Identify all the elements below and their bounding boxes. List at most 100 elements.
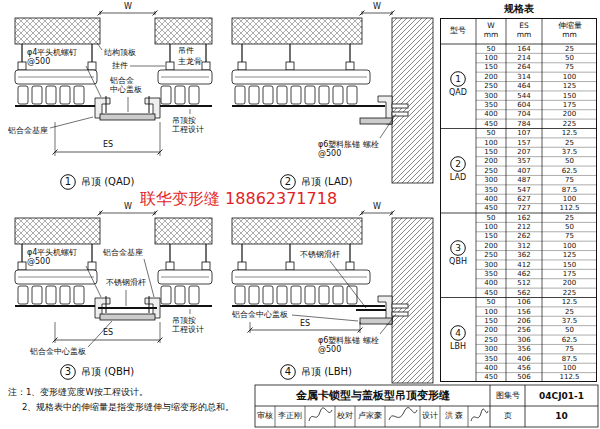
table-cell: 250 [476,336,506,344]
callout-number: 4 [280,364,296,380]
part-label: W [373,202,381,211]
main-runner [18,277,94,278]
ceiling-clip-strip [249,286,259,304]
ceiling-joint-detail [232,211,433,384]
ceiling-clip-strip [175,286,185,304]
callout-circle: 3QBH [450,240,466,256]
table-cell: 562 [506,289,542,297]
part-label: ES [103,140,113,149]
center-cover-plate [360,318,392,324]
table-cell: 100 [476,139,506,147]
ceiling-clip-strip [175,86,185,104]
table-cell: 256 [506,326,542,334]
concrete-slab [155,18,212,44]
table-rule [476,90,597,91]
table-cell: 262 [506,232,542,240]
table-cell: 314 [506,73,542,81]
circle-outline [451,156,466,171]
table-cell: 37.5 [542,317,597,325]
table-cell: 175 [542,270,597,278]
table-cell: 784 [506,120,542,128]
table-cell: 100 [476,54,506,62]
table-cell: 544 [506,92,542,100]
table-cell: 156 [506,308,542,316]
table-cell: 50 [542,54,597,62]
table-cell: 727 [506,204,542,212]
ceiling-clip-strip [319,86,329,104]
table-cell: 75 [542,176,597,184]
table-cell: 250 [476,82,506,90]
slide-rod [356,309,386,311]
table-cell: 356 [506,345,542,353]
ceiling-clip-strip [161,86,171,104]
table-cell: 25 [542,308,597,316]
leader-line [50,117,93,128]
ceiling-clip-strip [333,86,343,104]
table-cell: 50 [476,214,506,222]
title-block-cell: 李正刚 [275,412,305,421]
hanger-clip [346,262,354,270]
table-cell: 50 [476,298,506,306]
ceiling-clip-strip [189,286,199,304]
title-block-rule [490,385,491,427]
anchor-bolt [392,312,408,316]
note: 注：1、变形缝宽度W按工程设计。 [8,388,148,398]
table-cell: 164 [506,45,542,53]
table-cell: 362 [506,251,542,259]
table-header: 伸缩量 mm [555,22,584,39]
part-label: W [124,2,132,11]
table-cell: 150 [476,148,506,156]
table-cell: 157 [506,139,542,147]
table-rule [476,184,597,185]
callout-circle: 4吊顶 (LBH) [280,364,296,380]
table-cell: 306 [506,336,542,344]
part-label: 铝合金中心盖板 [232,310,288,319]
table-cell: 604 [506,101,542,109]
part-label: φ6塑料胀锚 螺栓@500 [318,140,380,158]
part-label: 铝合金基座 [103,248,143,257]
table-cell: 100 [476,308,506,316]
table-cell: 150 [542,92,597,100]
ceiling-clip-strip [32,286,42,304]
part-label: 结构顶板 [104,48,136,57]
table-rule [506,18,507,382]
table-cell: 87.5 [542,355,597,363]
dimension-tick [158,338,163,343]
leader-line [380,314,396,334]
table-cell: 450 [476,120,506,128]
dimension-tick [358,328,363,333]
part-label: φ6塑料胀锚 螺栓@500 [318,336,380,354]
table-cell: 25 [542,214,597,222]
table-rule [476,222,597,223]
ceiling-clip-strip [305,86,315,104]
part-label: 不锈钢滑杆 [300,250,340,259]
table-cell: 150 [476,317,506,325]
table-rule [440,44,597,45]
title-block-rule [305,406,306,427]
screw [149,296,150,313]
type-code: LAD [440,173,476,182]
table-cell: 225 [542,120,597,128]
table-rule [476,119,597,120]
center-cover-plate [360,118,392,124]
main-runner [161,277,209,278]
hanger-clip [18,262,26,270]
table-rule [476,18,477,382]
table-cell: 200 [476,242,506,250]
table-cell: 312 [506,242,542,250]
table-cell: 406 [506,355,542,363]
title-block-cell: 洪 森 [440,412,468,421]
dimension-line [55,152,160,153]
part-label: ES [103,328,113,337]
table-header: ES mm [515,22,533,39]
table-cell: 400 [476,364,506,372]
table-cell: 37.5 [542,148,597,156]
table-cell: 464 [506,82,542,90]
hanger-clip [18,62,26,70]
title-block-rule [255,406,598,407]
extension-line [360,322,361,333]
table-rule [476,259,597,260]
dimension-tick [153,11,158,16]
